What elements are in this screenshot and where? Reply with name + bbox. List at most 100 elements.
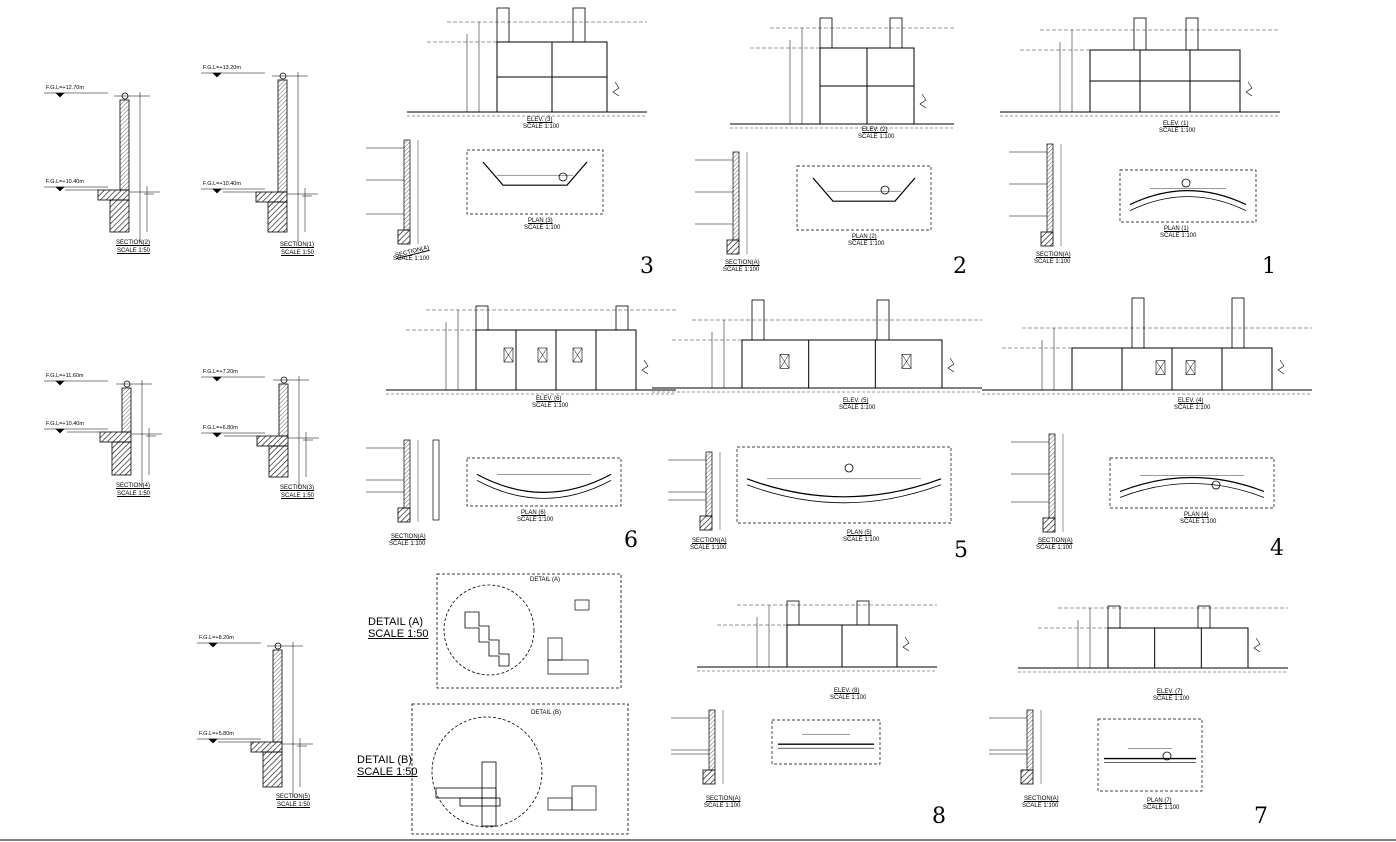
- footing-hatch: [111, 441, 132, 476]
- post-section: [708, 709, 716, 771]
- wall-section-title: SECTION(2): [116, 240, 151, 246]
- elevation-scale: SCALE 1:100: [1159, 128, 1196, 134]
- detail-b-frame: [411, 703, 629, 835]
- post-section: [403, 139, 411, 231]
- detail-a-scale: SCALE 1:50: [368, 628, 429, 641]
- plan-scale: SCALE 1:100: [517, 517, 554, 523]
- footing-hatch: [256, 435, 289, 447]
- opening-mark: [1155, 360, 1166, 375]
- sheet-number-3: 3: [640, 254, 654, 279]
- section-title: SECTION(A): [391, 534, 426, 540]
- drawing-path: [1129, 196, 1247, 211]
- drawing-path: [746, 484, 942, 504]
- section-mark: [1181, 178, 1191, 188]
- sheet-number-2: 2: [953, 254, 967, 279]
- level-triangle: [55, 428, 65, 434]
- level-triangle: [212, 432, 222, 438]
- elevation-pier: [1133, 17, 1147, 51]
- level-marker: F.G.L=+10.40m: [46, 179, 84, 185]
- opening-mark: [572, 347, 583, 363]
- section-title: SECTION(A): [1038, 538, 1073, 544]
- plan-scale: SCALE 1:100: [1160, 233, 1197, 239]
- plan-scale: SCALE 1:100: [1180, 519, 1217, 525]
- break-line: [1253, 637, 1261, 653]
- elevation-title: ELEV. (2): [862, 127, 888, 133]
- wall-section-body: [278, 383, 289, 437]
- footing-hatch: [262, 751, 283, 788]
- wall-section-body: [121, 387, 132, 433]
- sheet-number-1: 1: [1262, 254, 1276, 279]
- wall-section-title: SECTION(5): [276, 794, 311, 800]
- drawing-line: [537, 347, 548, 363]
- wall-section-scale: SCALE 1:50: [281, 250, 315, 256]
- elevation-scale: SCALE 1:100: [532, 403, 569, 409]
- elevation-pier: [1185, 17, 1199, 51]
- elevation-pier: [475, 305, 489, 331]
- level-marker: F.G.L=+12.70m: [46, 85, 84, 91]
- section-mark: [1162, 751, 1172, 761]
- elevation-pier: [1197, 605, 1211, 629]
- detail-b-circle: [431, 716, 543, 828]
- elevation-title: ELEV. (8): [834, 688, 860, 694]
- level-triangle: [55, 380, 65, 386]
- elevation-title: ELEV. (1): [1163, 121, 1189, 127]
- coping-symbol: [123, 380, 131, 388]
- detail-a-step: [464, 611, 510, 667]
- elevation-pier: [615, 305, 629, 331]
- sheet-number-4: 4: [1270, 536, 1284, 561]
- elevation-panel: [741, 339, 943, 389]
- opening-mark: [779, 354, 790, 369]
- post-section: [1048, 433, 1056, 519]
- coping-symbol: [280, 376, 288, 384]
- section-scale: SCALE 1:100: [704, 803, 741, 809]
- sheet-number-7: 7: [1254, 804, 1268, 829]
- drawing-path: [1129, 190, 1247, 206]
- post-footing: [397, 229, 411, 245]
- footing-hatch: [268, 445, 289, 478]
- elevation-pier: [751, 299, 765, 341]
- elevation-pier: [856, 600, 870, 626]
- elevation-pier: [1107, 605, 1121, 629]
- post-section: [1046, 143, 1054, 233]
- detail-b-name: DETAIL (B): [357, 754, 413, 766]
- level-marker: F.G.L=+5.80m: [199, 731, 234, 737]
- elevation-title: ELEV. (5): [843, 398, 869, 404]
- post-footing: [1020, 769, 1034, 785]
- level-marker: F.G.L=+8.20m: [199, 635, 234, 641]
- sheet-number-5: 5: [954, 538, 968, 563]
- break-line: [1277, 359, 1285, 375]
- post-footing: [1040, 231, 1054, 247]
- elevation-scale: SCALE 1:100: [858, 134, 895, 140]
- elevation-title: ELEV. (4): [1178, 398, 1204, 404]
- detail-b-block: [435, 787, 497, 799]
- drawing-line: [779, 354, 790, 369]
- level-marker: F.G.L=+7.20m: [203, 369, 238, 375]
- section-scale: SCALE 1:100: [389, 541, 426, 547]
- footing-hatch: [99, 431, 132, 443]
- plan-boundary: [1097, 718, 1203, 792]
- post-section: [1026, 709, 1034, 771]
- break-line: [641, 359, 649, 375]
- elevation-scale: SCALE 1:100: [523, 124, 560, 130]
- drawing-path: [476, 473, 612, 493]
- elevation-pier: [889, 17, 903, 49]
- opening-mark: [1185, 360, 1196, 375]
- plan-boundary: [466, 149, 604, 215]
- break-line: [902, 636, 910, 652]
- level-triangle: [208, 738, 218, 744]
- post-footing: [702, 769, 716, 785]
- level-marker: F.G.L=+6.80m: [203, 425, 238, 431]
- coping-symbol: [274, 642, 282, 650]
- level-triangle: [55, 92, 65, 98]
- elevation-pier: [496, 7, 510, 43]
- plan-boundary: [1109, 457, 1275, 509]
- plan-title: PLAN (3): [528, 218, 553, 224]
- post-footing: [397, 507, 411, 523]
- post-elevation: [432, 439, 440, 521]
- drawing-line: [1155, 360, 1166, 375]
- footing-hatch: [97, 189, 130, 201]
- detail-a-name: DETAIL (A): [368, 616, 424, 628]
- plan-scale: SCALE 1:100: [843, 537, 880, 543]
- section-title: SECTION(A): [1036, 252, 1071, 258]
